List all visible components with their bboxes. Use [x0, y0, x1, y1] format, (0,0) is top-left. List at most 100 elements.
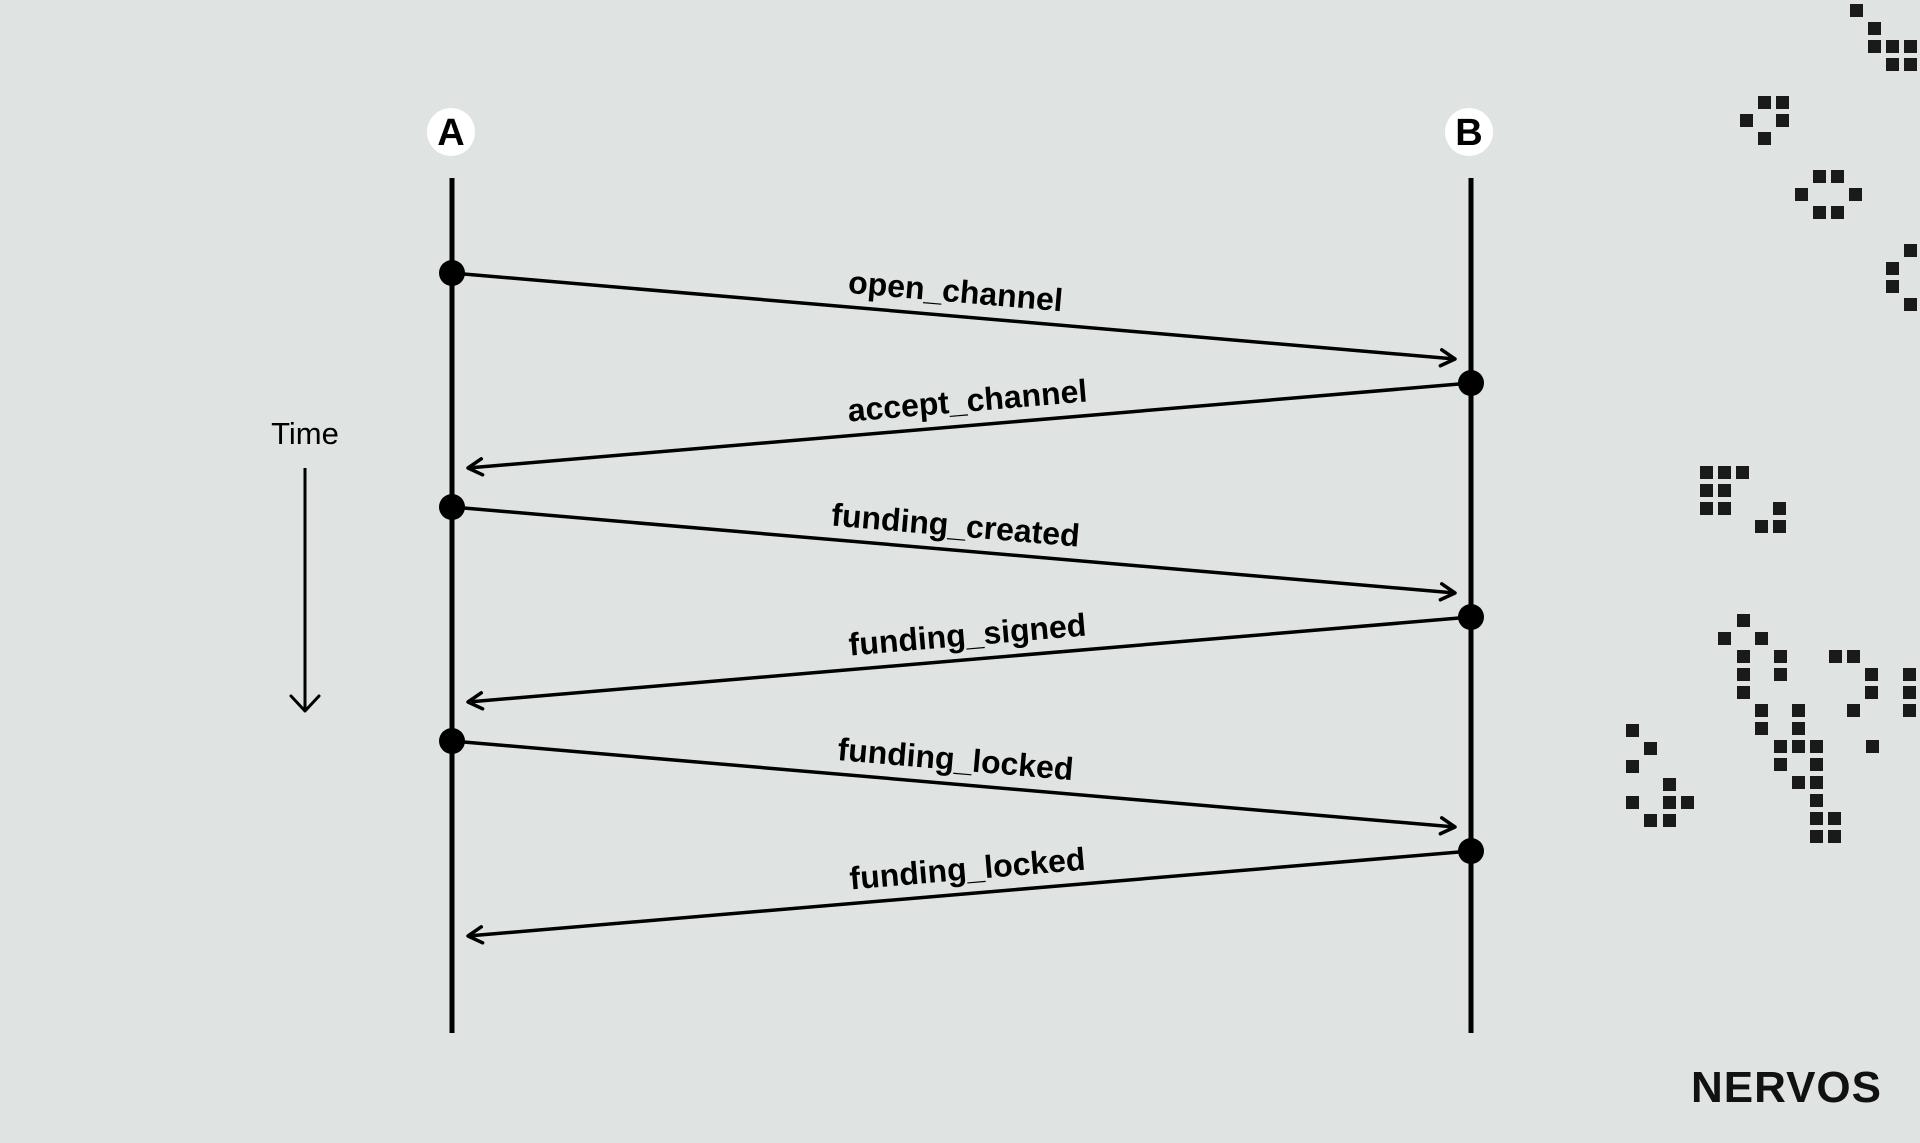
- pixel-cell: [1663, 778, 1676, 791]
- pixel-cell: [1792, 704, 1805, 717]
- pixel-cell: [1755, 520, 1768, 533]
- pixel-cell: [1850, 4, 1863, 17]
- pixel-cell: [1626, 724, 1639, 737]
- pixel-cell: [1904, 58, 1917, 71]
- pixel-cell: [1795, 188, 1808, 201]
- pixel-cell: [1740, 114, 1753, 127]
- message-origin-dot: [439, 260, 465, 286]
- message-2: accept_channel: [466, 370, 1484, 477]
- pixel-cell: [1904, 298, 1917, 311]
- message-arrow: [451, 739, 1457, 836]
- message-origin-dot: [439, 494, 465, 520]
- message-6: funding_locked: [466, 838, 1484, 945]
- message-origin-dot: [439, 728, 465, 754]
- pixel-cell: [1810, 830, 1823, 843]
- pixel-cell: [1792, 722, 1805, 735]
- message-arrow: [451, 505, 1457, 602]
- party-a-label: A: [437, 112, 464, 154]
- nervos-logo: NERVOS: [1691, 1063, 1882, 1112]
- pixel-cell: [1903, 686, 1916, 699]
- pixel-cell: [1700, 502, 1713, 515]
- pixel-cell: [1718, 632, 1731, 645]
- message-arrow: [466, 381, 1472, 477]
- pixel-cell: [1792, 776, 1805, 789]
- pixel-cell: [1755, 722, 1768, 735]
- pixel-cell: [1774, 650, 1787, 663]
- pixel-cell: [1663, 796, 1676, 809]
- party-b-header: B: [1445, 108, 1493, 156]
- pixel-cell: [1865, 686, 1878, 699]
- pixel-cell: [1644, 742, 1657, 755]
- pixel-cell: [1903, 704, 1916, 717]
- nervos-wordmark: NERVOS: [1691, 1063, 1882, 1112]
- pixel-cell: [1737, 668, 1750, 681]
- time-label: Time: [271, 416, 339, 451]
- pixel-cell: [1755, 704, 1768, 717]
- pixel-cell: [1810, 740, 1823, 753]
- pixel-cell: [1886, 280, 1899, 293]
- pixel-cell: [1774, 740, 1787, 753]
- message-4: funding_signed: [466, 604, 1484, 711]
- time-axis: Time: [271, 416, 339, 713]
- pixel-cell: [1792, 740, 1805, 753]
- pixel-cell: [1810, 776, 1823, 789]
- message-origin-dot: [1458, 838, 1484, 864]
- pixel-cell: [1829, 650, 1842, 663]
- pixel-cell: [1737, 686, 1750, 699]
- message-label: funding_created: [830, 497, 1081, 554]
- pixel-cell: [1828, 812, 1841, 825]
- pixel-cell: [1904, 40, 1917, 53]
- pixel-cell: [1813, 206, 1826, 219]
- pixel-cell: [1774, 668, 1787, 681]
- pixel-cell: [1865, 668, 1878, 681]
- pixel-cell: [1776, 114, 1789, 127]
- pixel-cell: [1849, 188, 1862, 201]
- pixel-cell: [1886, 40, 1899, 53]
- pixel-cell: [1700, 484, 1713, 497]
- message-1: open_channel: [439, 260, 1457, 368]
- pixel-cell: [1736, 466, 1749, 479]
- pixel-cell: [1718, 502, 1731, 515]
- pixel-cell: [1886, 262, 1899, 275]
- pixel-cell: [1810, 758, 1823, 771]
- pixel-cell: [1903, 668, 1916, 681]
- pixel-cell: [1868, 40, 1881, 53]
- pixel-cell: [1866, 740, 1879, 753]
- pixel-cell: [1700, 466, 1713, 479]
- message-origin-dot: [1458, 604, 1484, 630]
- party-a-header: A: [427, 108, 475, 156]
- party-b-badge: [1445, 108, 1493, 156]
- pixel-cell: [1868, 22, 1881, 35]
- pixel-cell: [1813, 170, 1826, 183]
- pixel-cell: [1755, 632, 1768, 645]
- pixel-cell: [1831, 206, 1844, 219]
- party-b-label: B: [1455, 112, 1482, 154]
- pixel-cell: [1904, 244, 1917, 257]
- time-arrow-head-icon: [289, 694, 321, 713]
- pixel-cell: [1644, 814, 1657, 827]
- party-a-badge: [427, 108, 475, 156]
- message-arrow: [466, 615, 1472, 711]
- message-3: funding_created: [439, 494, 1457, 602]
- pixel-cell: [1847, 704, 1860, 717]
- pixel-cell: [1886, 58, 1899, 71]
- pixel-cell: [1774, 758, 1787, 771]
- pixel-cell: [1828, 830, 1841, 843]
- pixel-cell: [1626, 760, 1639, 773]
- pixel-cell: [1758, 132, 1771, 145]
- pixel-cell: [1681, 796, 1694, 809]
- pixel-cell: [1810, 812, 1823, 825]
- pixel-cell: [1737, 614, 1750, 627]
- pixel-cell: [1776, 96, 1789, 109]
- message-arrow: [466, 849, 1472, 945]
- message-arrow: [451, 271, 1457, 368]
- message-origin-dot: [1458, 370, 1484, 396]
- pixel-cell: [1831, 170, 1844, 183]
- message-5: funding_locked: [439, 728, 1457, 836]
- pixel-cell: [1737, 650, 1750, 663]
- pixel-cell: [1810, 794, 1823, 807]
- pixel-cell: [1847, 650, 1860, 663]
- pixel-cell: [1758, 96, 1771, 109]
